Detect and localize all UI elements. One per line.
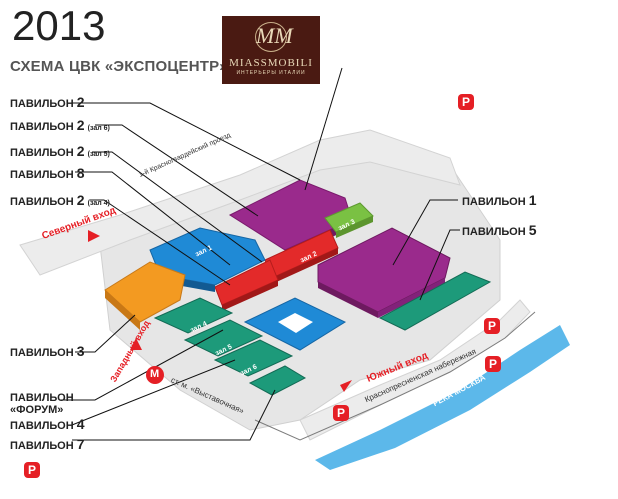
label-num: 2: [76, 117, 85, 133]
label-pavilion-7: ПАВИЛЬОН 7: [10, 436, 85, 452]
logo-tagline: ИНТЕРЬЕРЫ ИТАЛИИ: [236, 70, 306, 76]
label-pavilion-2-hall-5: ПАВИЛЬОН 2 (зал 5): [10, 143, 110, 161]
parking-icon[interactable]: P: [24, 462, 40, 478]
label-word: ПАВИЛЬОН: [10, 440, 74, 452]
label-pavilion-2-hall-6: ПАВИЛЬОН 2 (зал 6): [10, 117, 110, 135]
logo-name: MIASSMOBILI: [229, 57, 313, 69]
pavilion-1[interactable]: [317, 227, 451, 318]
label-num: 4: [76, 416, 85, 432]
parking-icon[interactable]: P: [333, 405, 349, 421]
leader-lines: [60, 67, 460, 441]
label-num: 2: [76, 94, 85, 110]
entrance-arrows: [88, 230, 352, 392]
pavilion-2-hall-1[interactable]: [214, 259, 279, 311]
embankment-railing: [254, 311, 536, 441]
label-num: 8: [76, 165, 85, 181]
label-word: ПАВИЛЬОН: [10, 169, 74, 181]
map-subtitle: СХЕМА ЦВК «ЭКСПОЦЕНТР»: [10, 58, 228, 75]
ground-area: [19, 129, 531, 441]
metro-station[interactable]: [146, 366, 164, 384]
label-pavilion-3: ПАВИЛЬОН 3: [10, 343, 85, 359]
metro-symbol: М: [150, 368, 160, 380]
label-pavilion-forum: ПАВИЛЬОН «ФОРУМ»: [10, 392, 74, 416]
parking-icon[interactable]: P: [485, 356, 501, 372]
label-pavilion-8: ПАВИЛЬОН 8: [10, 165, 85, 181]
label-num: 1: [528, 192, 537, 208]
pavilion-2-hall-3[interactable]: [324, 202, 374, 238]
pavilion-3[interactable]: [104, 261, 186, 330]
label-word: ПАВИЛЬОН: [462, 226, 526, 238]
label-word: ПАВИЛЬОН: [10, 98, 74, 110]
label-word: ПАВИЛЬОН: [10, 121, 74, 133]
pavilion-forum[interactable]: [243, 297, 347, 351]
label-word: ПАВИЛЬОН: [10, 392, 74, 404]
miassmobili-logo[interactable]: MM MIASSMOBILI ИНТЕРЬЕРЫ ИТАЛИИ: [222, 16, 320, 84]
label-num: 2: [76, 192, 85, 208]
pavilion-7-green[interactable]: [153, 297, 294, 377]
label-pavilion-1: ПАВИЛЬОН 1: [462, 192, 537, 208]
label-hall: (зал 5): [87, 151, 110, 158]
year-title: 2013: [12, 2, 106, 49]
label-num: 5: [528, 222, 537, 238]
river: [315, 325, 570, 470]
parking-icon[interactable]: P: [484, 318, 500, 334]
label-word: ПАВИЛЬОН: [10, 347, 74, 359]
pavilion-4[interactable]: [248, 365, 307, 396]
label-forum-name: «ФОРУМ»: [10, 404, 64, 416]
logo-monogram: MM: [255, 22, 293, 52]
label-hall: (зал 4): [87, 200, 110, 207]
label-word: ПАВИЛЬОН: [10, 196, 74, 208]
label-pavilion-5: ПАВИЛЬОН 5: [462, 222, 537, 238]
label-pavilion-2-hall-4: ПАВИЛЬОН 2 (зал 4): [10, 192, 110, 210]
label-num: 7: [76, 436, 85, 452]
label-num: 3: [76, 343, 85, 359]
pavilion-5[interactable]: [378, 271, 492, 331]
label-num: 2: [76, 143, 85, 159]
parking-icon[interactable]: P: [458, 94, 474, 110]
label-pavilion-4: ПАВИЛЬОН 4: [10, 416, 85, 432]
label-word: ПАВИЛЬОН: [462, 196, 526, 208]
label-word: ПАВИЛЬОН: [10, 147, 74, 159]
label-hall: (зал 6): [87, 125, 110, 132]
label-word: ПАВИЛЬОН: [10, 420, 74, 432]
label-pavilion-2: ПАВИЛЬОН 2: [10, 94, 85, 110]
